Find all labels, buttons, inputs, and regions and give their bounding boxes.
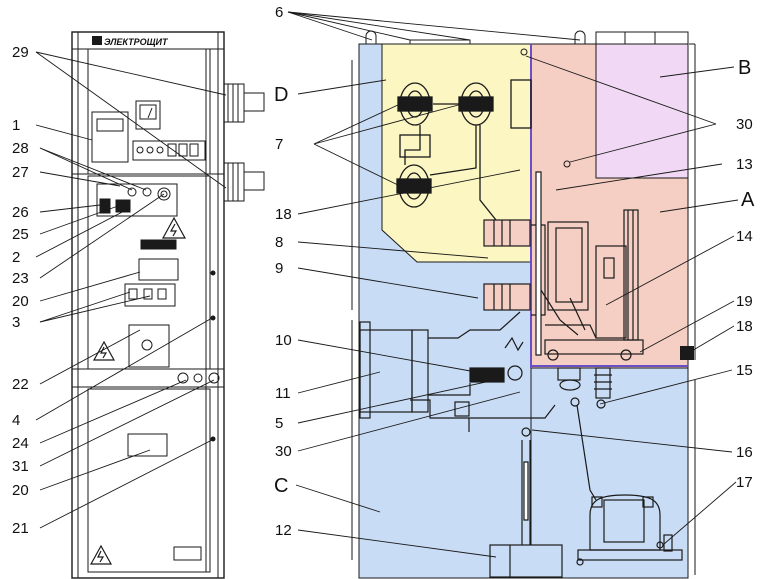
current-transformer <box>359 329 413 413</box>
zone-label-d: D <box>274 84 288 106</box>
callout-24: 24 <box>12 435 29 452</box>
high-voltage-warning-icon <box>161 216 187 239</box>
manual-operation-socket-icon <box>141 339 153 351</box>
indicator-lamp-icon <box>127 187 137 197</box>
cabinet-outer-frame <box>71 31 225 579</box>
zone-b-relay-compartment <box>595 43 689 179</box>
roof-panel <box>595 31 689 45</box>
zone-label-b: B <box>738 57 751 79</box>
door-latch <box>680 346 694 360</box>
callout-18-right: 18 <box>736 318 753 335</box>
operating-mechanism-plate <box>128 324 170 368</box>
brand-logo-text: ЭЛЕКТРОЩИТ <box>104 37 169 47</box>
callout-6: 6 <box>275 4 283 21</box>
cable-compartment-door <box>87 388 211 573</box>
key-switch-icon <box>115 199 131 213</box>
callout-7: 7 <box>275 136 283 153</box>
circuit-breaker-truck <box>535 171 644 361</box>
zone-label-a: A <box>741 189 755 211</box>
callout-12: 12 <box>275 522 292 539</box>
callout-2: 2 <box>12 249 20 266</box>
callout-11: 11 <box>275 385 291 402</box>
callout-9: 9 <box>275 260 283 277</box>
pressure-relief-flap <box>409 39 471 45</box>
callout-10: 10 <box>275 332 292 349</box>
callout-8: 8 <box>275 234 283 251</box>
key-switch-icon <box>99 198 111 214</box>
lifting-eye-icon <box>574 30 586 44</box>
callout-26: 26 <box>12 204 29 221</box>
cable-entry-base <box>489 544 563 578</box>
voltage-transformer <box>576 494 683 566</box>
high-voltage-warning-icon <box>89 544 113 565</box>
callout-23: 23 <box>12 270 29 287</box>
cable-inspection-window <box>127 433 168 457</box>
callout-5: 5 <box>275 415 283 432</box>
truck-wheel-icon <box>547 349 559 361</box>
callout-30-lower: 30 <box>275 443 292 460</box>
callout-29: 29 <box>12 44 29 61</box>
bushing-upper <box>223 83 265 123</box>
callout-4: 4 <box>12 412 20 429</box>
brand-logo: ЭЛЕКТРОЩИТ <box>92 36 169 47</box>
callout-16: 16 <box>736 444 753 461</box>
high-voltage-warning-icon <box>92 340 116 361</box>
relay-display-icon <box>91 111 129 163</box>
callout-27: 27 <box>12 164 29 181</box>
breaker-pole <box>547 221 589 311</box>
inspection-window <box>138 258 179 281</box>
earthing-switch-socket-icon <box>177 372 189 384</box>
cabinet-front-view <box>71 31 225 579</box>
earthing-switch-icon <box>469 367 505 383</box>
selector-switch-icon <box>157 187 171 201</box>
callout-15: 15 <box>736 362 753 379</box>
leader-lines <box>35 11 739 558</box>
callout-25: 25 <box>12 226 29 243</box>
truck-wheel-icon <box>620 349 632 361</box>
cable-compartment-equipment <box>359 311 556 432</box>
lifting-eye-icon <box>365 30 377 44</box>
callout-13: 13 <box>736 156 753 173</box>
callout-17: 17 <box>736 474 753 491</box>
callout-18-left: 18 <box>275 206 292 223</box>
callout-28: 28 <box>12 140 29 157</box>
callout-3: 3 <box>12 314 20 331</box>
callout-20-lower: 20 <box>12 482 29 499</box>
callout-21: 21 <box>12 520 29 537</box>
cable-support <box>489 427 563 578</box>
indicator-lamp-icon <box>142 187 152 197</box>
ammeter-icon <box>135 100 161 130</box>
label-plate <box>140 239 177 250</box>
breaker-drive-mechanism <box>595 245 627 339</box>
callout-14: 14 <box>736 228 753 245</box>
callout-20-upper: 20 <box>12 293 29 310</box>
mechanism-indicator-panel <box>124 283 176 307</box>
callout-19: 19 <box>736 293 753 310</box>
indicator-panel <box>96 183 178 217</box>
callout-labels-right: B 30 13 A 14 19 18 15 16 17 <box>736 57 755 491</box>
front-panel-devices <box>89 83 265 565</box>
callout-labels-left: 29 1 28 27 26 25 2 23 20 3 22 4 24 31 20… <box>12 44 29 537</box>
callout-22: 22 <box>12 376 29 393</box>
ground-symbol-plate <box>173 546 202 561</box>
control-buttons-row <box>132 140 206 161</box>
zone-label-c: C <box>274 475 288 497</box>
callout-30-upper: 30 <box>736 116 753 133</box>
callout-31: 31 <box>12 458 29 475</box>
bushing-lower <box>223 162 265 202</box>
callout-labels-middle: 6 D 7 18 8 9 10 11 5 30 C 12 <box>274 4 292 539</box>
callout-1: 1 <box>12 117 20 134</box>
cabinet-section-view <box>351 30 696 579</box>
